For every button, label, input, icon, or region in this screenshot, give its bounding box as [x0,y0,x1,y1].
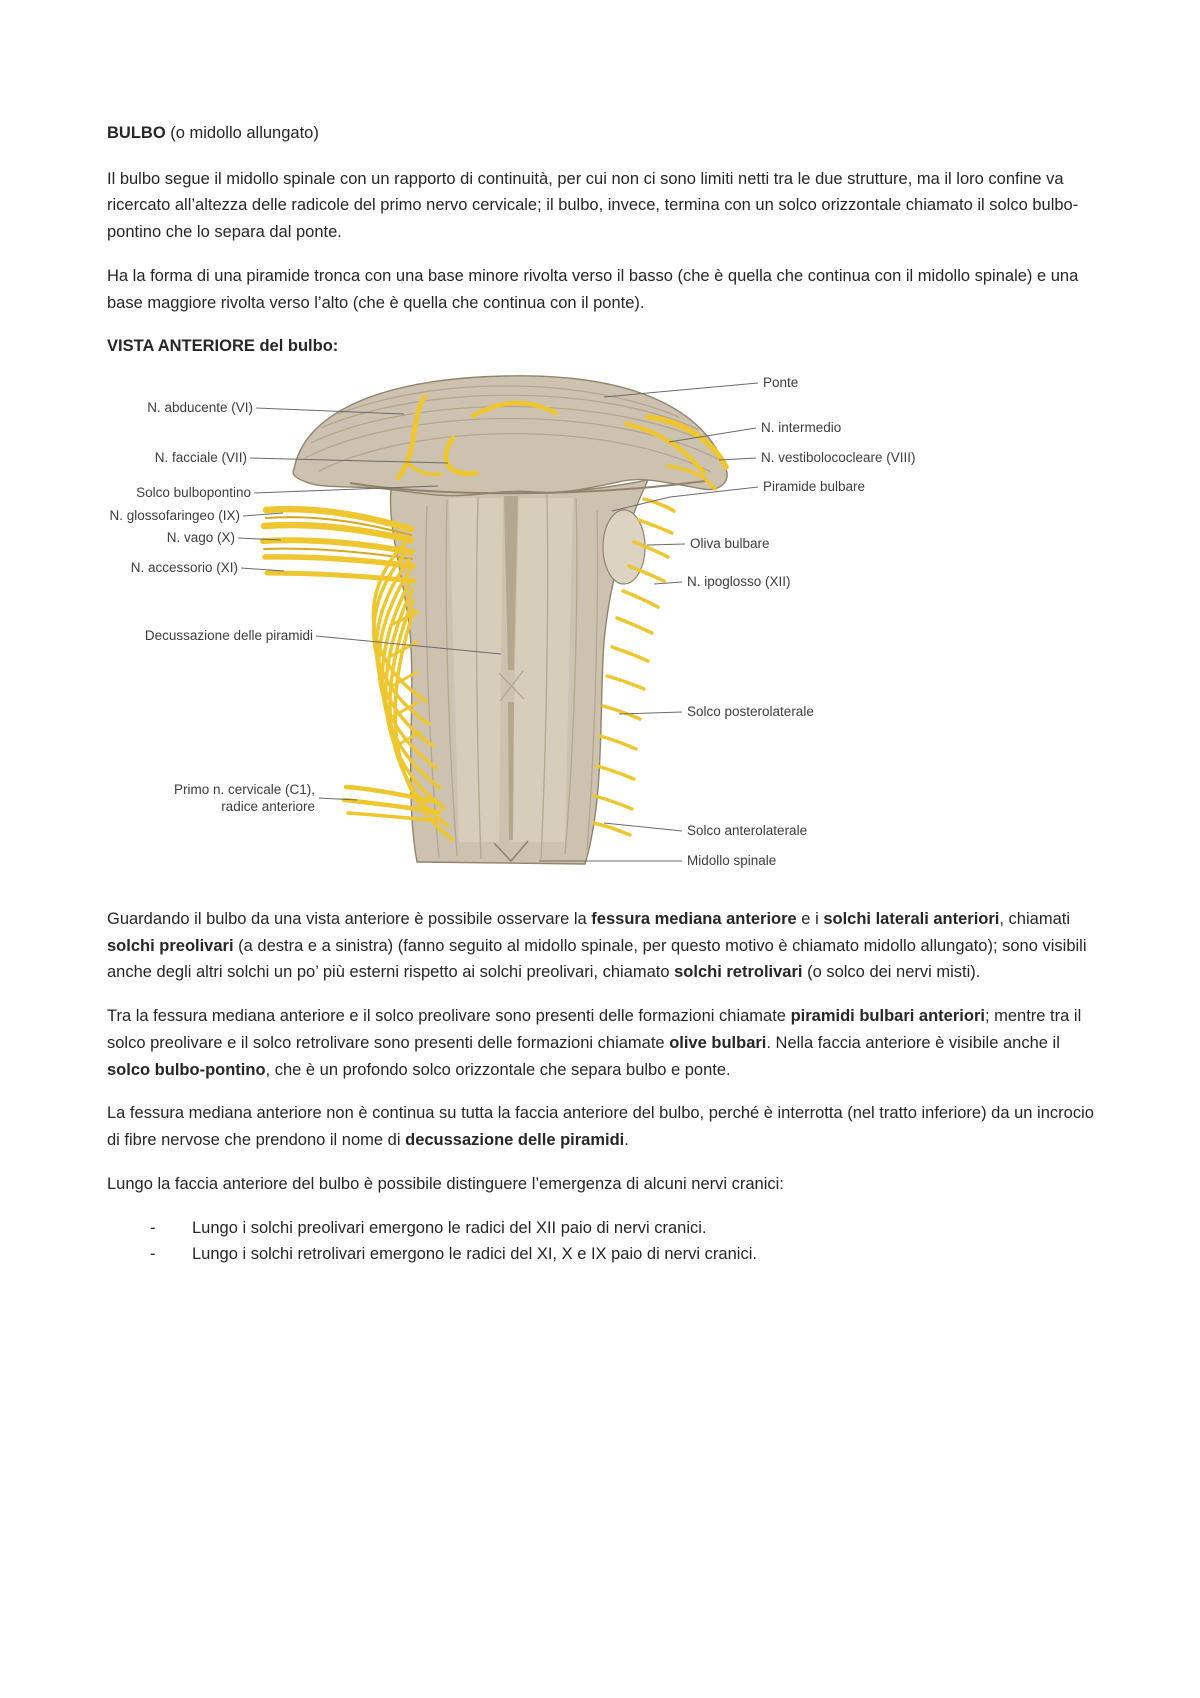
label-facial: N. facciale (VII) [155,450,247,465]
label-vestibulocochlear: N. vestibolococleare (VIII) [761,450,916,465]
label-vagus: N. vago (X) [167,530,235,545]
anterior-median-fissure [504,496,518,671]
spinal-cord-notch [493,840,529,863]
label-glossopharyngeal: N. glossofaringeo (IX) [109,508,240,523]
leader-lines [237,382,759,862]
label-hypoglossal: N. ipoglosso (XII) [687,574,791,589]
label-olive: Oliva bulbare [690,536,770,551]
label-c1-line2: radice anteriore [221,799,315,814]
section-heading-vista-anteriore: VISTA ANTERIORE del bulbo: [107,337,339,356]
c1-anterior-root [343,784,441,805]
glossopharyngeal-nerve [262,505,415,533]
label-intermediate: N. intermedio [761,420,841,435]
list-item-retrolivari: - Lungo i solchi retrolivari emergono le… [150,1241,1097,1268]
label-c1-line1: Primo n. cervicale (C1), [174,782,315,797]
pons-shape [292,375,728,497]
pyramid-right [511,498,573,843]
abducens-nerve [395,394,427,481]
rootlets-right [592,497,676,837]
label-accessory: N. accessorio (XI) [131,560,238,575]
bullet-dash: - [150,1245,156,1264]
paragraph-intro: Il bulbo segue il midollo spinale con un… [107,169,1079,242]
hypoglossal-rootlets [621,589,660,609]
bullet-dash: - [150,1218,156,1237]
label-pyramid: Piramide bulbare [763,479,865,494]
figure-labels: N. abducente (VI) N. facciale (VII) Solc… [109,375,915,868]
label-bulbopontine-sulcus: Solco bulbopontino [136,485,251,500]
list-item-preolivari: - Lungo i solchi preolivari emergono le … [150,1215,1097,1242]
document-page: BULBO (o midollo allungato) Il bulbo seg… [107,124,1097,1268]
page-title: BULBO (o midollo allungato) [107,124,319,142]
paragraph-decussation: La fessura mediana anteriore non è conti… [107,1104,1094,1150]
label-abducens: N. abducente (VI) [147,400,253,415]
list-item-text: Lungo i solchi retrolivari emergono le r… [192,1245,757,1264]
brainstem-figure: N. abducente (VI) N. facciale (VII) Solc… [107,370,1097,890]
cranial-nerves-list: - Lungo i solchi preolivari emergono le … [107,1215,1097,1268]
intermediate-nerve [623,421,707,476]
paragraph-pyramids-olives: Tra la fessura mediana anteriore e il so… [107,1007,1082,1079]
pyramid-left [449,498,503,843]
brainstem-anterior-view: N. abducente (VI) N. facciale (VII) Solc… [109,375,915,868]
label-anterolateral-sulcus: Solco anterolaterale [687,823,807,838]
list-item-text: Lungo i solchi preolivari emergono le ra… [192,1218,707,1237]
label-spinal-cord: Midollo spinale [687,853,776,868]
medulla-shape [389,479,650,865]
paragraph-sulci: Guardando il bulbo da una vista anterior… [107,910,1087,982]
facial-nerve [443,435,479,477]
vagus-nerve [260,521,415,544]
paragraph-shape: Ha la forma di una piramide tronca con u… [107,266,1079,312]
label-pons: Ponte [763,375,798,390]
paragraph-cranial-nerves-intro: Lungo la faccia anteriore del bulbo è po… [107,1174,784,1193]
label-posterolateral-sulcus: Solco posterolaterale [687,704,814,719]
label-decussation: Decussazione delle piramidi [145,628,313,643]
